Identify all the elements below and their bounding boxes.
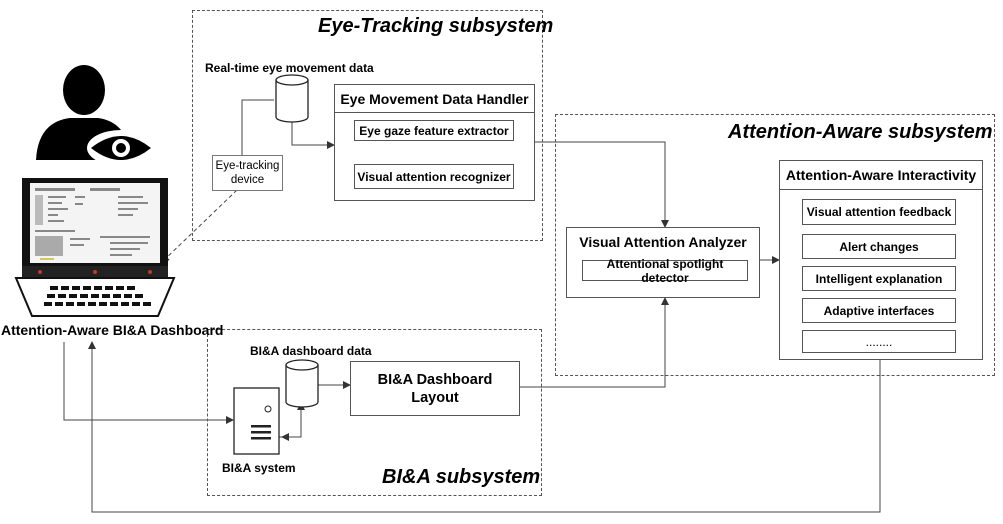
db-to-handler-arrow	[291, 120, 335, 149]
handler-to-analyzer-arrow	[535, 141, 669, 228]
server-icon	[233, 387, 280, 455]
bia-dashboard-layout-box[interactable]: BI&A Dashboard Layout	[350, 361, 520, 416]
dashboard-label: Attention-Aware BI&A Dashboard	[1, 322, 224, 338]
visual-attention-feedback-item[interactable]: Visual attention feedback	[802, 199, 956, 225]
adaptive-interfaces-item[interactable]: Adaptive interfaces	[802, 298, 956, 323]
database-icon	[285, 359, 319, 408]
eye-tracking-device-label-line2: device	[230, 174, 265, 186]
feedback-loop-arrow	[88, 341, 881, 513]
database-icon	[275, 74, 309, 123]
eye-tracking-subsystem-frame	[192, 10, 543, 241]
bia-dashboard-layout-label-line1: BI&A Dashboard	[377, 371, 493, 388]
attention-aware-subsystem-frame	[555, 114, 995, 376]
eye-gaze-feature-extractor-box[interactable]: Eye gaze feature extractor	[354, 120, 514, 141]
attention-aware-interactivity-title: Attention-Aware Interactivity	[780, 161, 982, 190]
user-with-eye-icon	[36, 65, 155, 166]
eye-tracking-device-label-line1: Eye-tracking	[215, 160, 280, 172]
alert-changes-item[interactable]: Alert changes	[802, 234, 956, 259]
intelligent-explanation-item[interactable]: Intelligent explanation	[802, 266, 956, 291]
attention-aware-subsystem-title: Attention-Aware subsystem	[728, 121, 993, 143]
more-items-placeholder[interactable]: ........	[802, 330, 956, 353]
visual-attention-analyzer-title: Visual Attention Analyzer	[579, 233, 747, 250]
eye-tracking-device-box[interactable]: Eye-tracking device	[212, 155, 283, 191]
laptop-icon	[14, 178, 176, 317]
db-to-system-arrow	[281, 410, 302, 441]
layout-to-analyzer-arrow	[520, 297, 669, 388]
bia-dashboard-data-label: BI&A dashboard data	[250, 344, 372, 358]
bia-subsystem-frame	[207, 329, 542, 496]
eye-movement-data-label: Real-time eye movement data	[205, 61, 374, 75]
eye-tracking-subsystem-title: Eye-Tracking subsystem	[318, 15, 554, 37]
eye-movement-data-handler-title: Eye Movement Data Handler	[335, 85, 534, 113]
bia-system-label: BI&A system	[222, 461, 296, 475]
visual-attention-recognizer-box[interactable]: Visual attention recognizer	[354, 164, 514, 189]
device-to-dashboard-arrow	[161, 189, 238, 263]
attentional-spotlight-detector-box[interactable]: Attentional spotlight detector	[582, 257, 748, 285]
device-to-db-line	[241, 99, 274, 155]
attention-aware-interactivity-box[interactable]: Attention-Aware Interactivity	[779, 160, 983, 360]
bia-dashboard-layout-label-line2: Layout	[411, 389, 459, 406]
dashboard-to-system-arrow	[63, 342, 234, 424]
bia-subsystem-title: BI&A subsystem	[382, 466, 541, 488]
